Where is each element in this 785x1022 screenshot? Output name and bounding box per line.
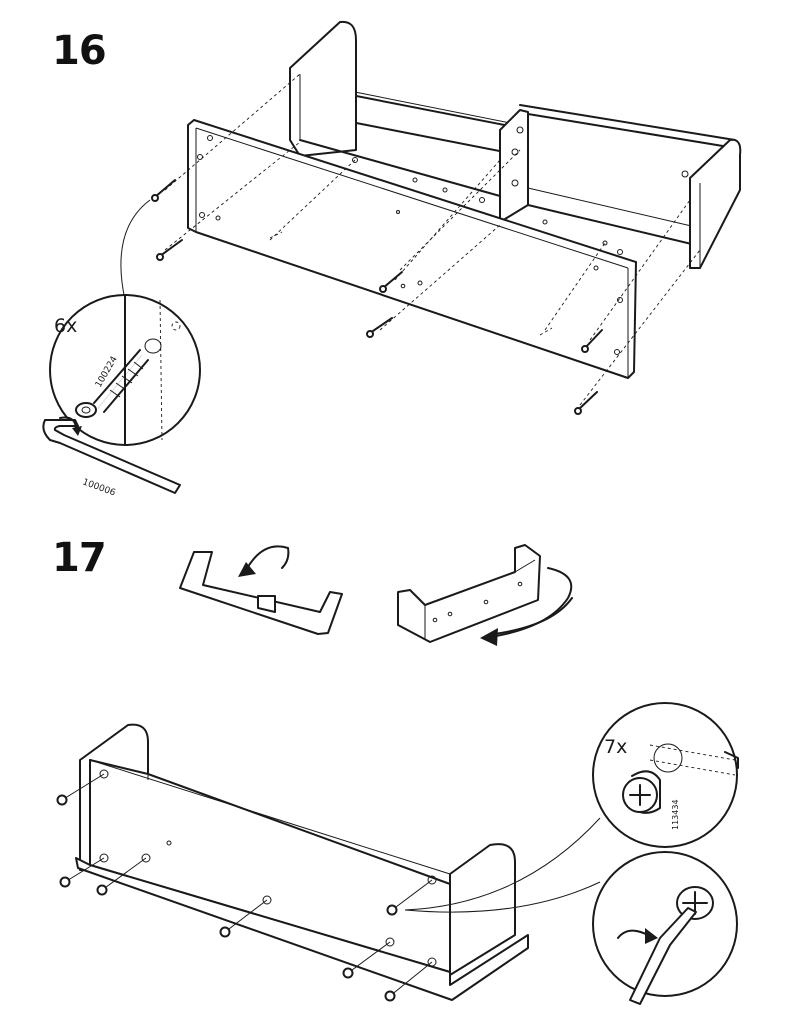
step-number-16: 16 xyxy=(52,28,107,74)
cam-lock-icon xyxy=(59,857,105,888)
cam-lock-icon xyxy=(56,773,105,806)
step17-flip-drawing-left xyxy=(179,545,343,635)
turn-arrow-icon xyxy=(72,426,82,436)
step17-screwdriver-detail-callout xyxy=(592,851,738,1005)
cam-lock-icon xyxy=(384,961,433,1002)
step17-assembly-drawing xyxy=(56,723,601,1002)
screw-icon xyxy=(379,271,403,293)
step17-flip-drawing-right xyxy=(397,544,573,646)
screw-quantity-label: 6x xyxy=(54,315,77,337)
turn-arrow-icon xyxy=(645,928,658,944)
screw-icon xyxy=(581,329,603,353)
cam-lock-icon xyxy=(219,899,268,938)
step16-detail-callout xyxy=(42,294,201,494)
screw-icon xyxy=(151,179,176,202)
step-number-17: 17 xyxy=(52,535,107,581)
screw-icon xyxy=(156,239,183,261)
rotate-arrow-icon xyxy=(480,628,498,646)
cam-lock-icon xyxy=(342,941,391,979)
allen-key-part-number: 100006 xyxy=(81,477,117,498)
rotate-arrow-icon xyxy=(238,562,256,577)
screw-icon xyxy=(366,317,393,338)
cam-lock-icon xyxy=(386,879,433,916)
screw-icon xyxy=(574,391,598,415)
step16-assembly-drawing xyxy=(120,20,742,415)
cam-lock-icon xyxy=(96,857,147,896)
cam-part-number: 113434 xyxy=(671,799,680,830)
cam-quantity-label: 7x xyxy=(604,736,627,758)
step17-cam-detail-callout xyxy=(592,702,739,848)
